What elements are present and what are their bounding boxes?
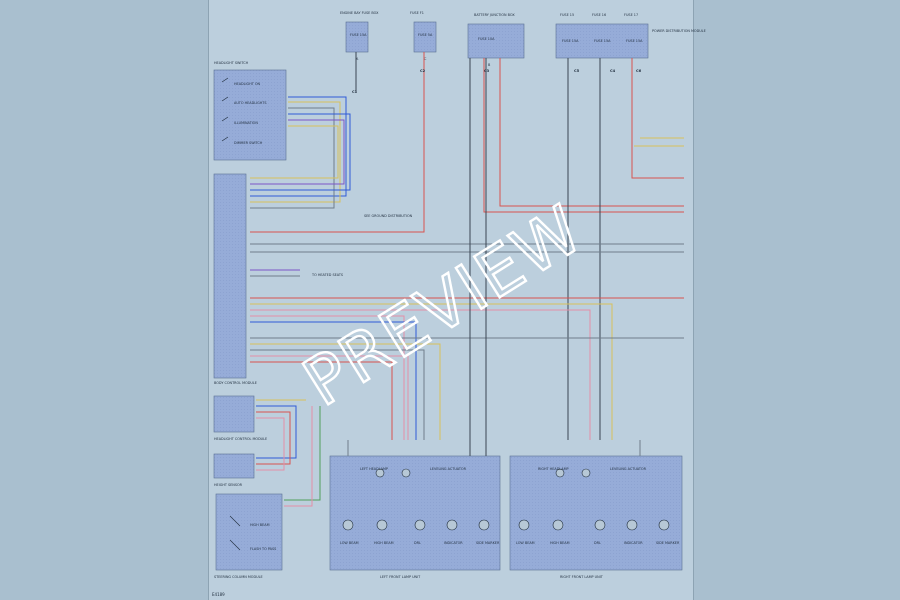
headlight-switch-title: HEADLIGHT SWITCH	[214, 61, 249, 65]
right-comp-4: INDICATOR	[624, 541, 643, 545]
body-control-module-title: BODY CONTROL MODULE	[214, 381, 257, 385]
connector-label-1: C1	[352, 90, 358, 94]
wire-10	[499, 58, 684, 207]
left-comp-3: DRL	[414, 541, 421, 545]
fuse-box-3: BATTERY JUNCTION BOX FUSE 10A B	[467, 13, 525, 67]
note-1: TO HEATED SEATS	[311, 273, 343, 277]
wire-26	[250, 355, 409, 440]
left-headlamp-label: LEFT HEADLAMP	[360, 467, 388, 471]
switch-item-2: AUTO HEADLIGHTS	[234, 101, 267, 105]
fuse-group-2-title: FUSE 16	[592, 13, 606, 17]
switch-item-4: DIMMER SWITCH	[234, 141, 263, 145]
preview-watermark-text: PREVIEW	[290, 190, 596, 421]
fuse-box-4: FUSE 15 FUSE 16 FUSE 17 FUSE 15A FUSE 15…	[555, 13, 706, 59]
connector-label-3: C3	[484, 69, 490, 73]
left-lamp-unit: LEFT FRONT LAMP UNIT LEFT HEADLAMP LEVEL…	[329, 455, 501, 579]
fuse-box-2-pin: C	[424, 57, 427, 61]
right-comp-1: LOW BEAM	[516, 541, 535, 545]
fuse-box-3-title: BATTERY JUNCTION BOX	[474, 13, 515, 17]
wire-29	[256, 405, 297, 459]
wire-20	[250, 309, 591, 440]
headlight-control-module-title: HEADLIGHT CONTROL MODULE	[214, 437, 267, 441]
wire-13	[631, 58, 684, 179]
wire-9	[483, 58, 684, 213]
right-actuator-label: LEVELING ACTUATOR	[610, 467, 647, 471]
switch-item-3: ILLUMINATION	[234, 121, 258, 125]
wire-25	[250, 349, 425, 440]
fuse-box-1-title: ENGINE BAY FUSE BOX	[340, 11, 379, 15]
right-comp-3: DRL	[594, 541, 601, 545]
fuse-box-1-fuse: FUSE 15A	[350, 33, 367, 37]
connector-label-6: C6	[636, 69, 642, 73]
steering-column-module-title: STEERING COLUMN MODULE	[214, 575, 263, 579]
right-lamp-unit: RIGHT FRONT LAMP UNIT RIGHT HEADLAMP LEV…	[509, 455, 683, 579]
fuse-box-2-fuse: FUSE 5A	[418, 33, 433, 37]
wire-22	[250, 321, 417, 440]
preview-watermark: PREVIEW	[289, 189, 598, 423]
fuse-box-2-title: FUSE F1	[410, 11, 424, 15]
left-comp-1: LOW BEAM	[340, 541, 359, 545]
headlight-switch: HEADLIGHT SWITCH HEADLIGHT ON AUTO HEADL…	[213, 61, 287, 161]
wire-layer	[250, 52, 684, 507]
wire-3	[250, 107, 335, 209]
wire-38	[347, 440, 641, 456]
steering-column-module: STEERING COLUMN MODULE HIGH BEAM FLASH T…	[214, 493, 283, 579]
left-comp-5: SIDE MARKER	[476, 541, 500, 545]
right-comp-5: SIDE MARKER	[656, 541, 680, 545]
wire-2	[250, 101, 341, 203]
connector-label-4: C4	[610, 69, 616, 73]
right-headlamp-label: RIGHT HEADLAMP	[538, 467, 569, 471]
left-comp-4: INDICATOR	[444, 541, 463, 545]
fuse-group-3-title: FUSE 17	[624, 13, 638, 17]
power-module-title: POWER DISTRIBUTION MODULE	[652, 29, 706, 33]
height-sensor: HEIGHT SENSOR	[213, 453, 255, 487]
right-lamp-unit-title: RIGHT FRONT LAMP UNIT	[560, 575, 604, 579]
wire-27	[250, 361, 393, 440]
left-comp-2: HIGH BEAM	[374, 541, 394, 545]
note-2: SEE GROUND DISTRIBUTION	[364, 214, 413, 218]
fuse-box-3-fuse: FUSE 10A	[478, 37, 495, 41]
fuse-box-2: FUSE F1 FUSE 5A C	[410, 11, 437, 61]
wire-8	[250, 52, 425, 233]
wire-4	[250, 113, 351, 191]
fuse-group-1-title: FUSE 15	[560, 13, 574, 17]
right-comp-2: HIGH BEAM	[550, 541, 570, 545]
connector-label-2: C2	[420, 69, 426, 73]
wire-19	[250, 303, 613, 440]
left-lamp-unit-title: LEFT FRONT LAMP UNIT	[380, 575, 421, 579]
wire-6	[250, 125, 339, 179]
body-control-module: BODY CONTROL MODULE	[213, 173, 257, 385]
fuse-group-3-fuse: FUSE 15A	[626, 39, 643, 43]
wire-33	[284, 406, 313, 507]
switch-item-1: HEADLIGHT ON	[234, 82, 261, 86]
headlight-control-module: HEADLIGHT CONTROL MODULE	[213, 395, 267, 441]
fuse-box-3-pin: B	[488, 63, 491, 67]
fuse-group-2-fuse: FUSE 15A	[594, 39, 611, 43]
connector-label-5: C5	[574, 69, 580, 73]
wire-1	[250, 96, 347, 197]
fuse-box-1-pin: A	[356, 57, 359, 61]
wire-30	[256, 411, 291, 465]
wire-32	[284, 406, 321, 501]
wire-5	[250, 119, 345, 185]
steering-item-1: HIGH BEAM	[250, 523, 270, 527]
page-code: E4189	[212, 592, 225, 597]
left-actuator-label: LEVELING ACTUATOR	[430, 467, 467, 471]
fuse-group-1-fuse: FUSE 15A	[562, 39, 579, 43]
fuse-box-1: ENGINE BAY FUSE BOX FUSE 15A A	[340, 11, 379, 61]
height-sensor-title: HEIGHT SENSOR	[214, 483, 243, 487]
wire-24	[250, 343, 441, 440]
steering-item-2: FLASH TO PASS	[250, 547, 276, 551]
wire-21	[250, 315, 405, 440]
wire-31	[256, 417, 285, 471]
